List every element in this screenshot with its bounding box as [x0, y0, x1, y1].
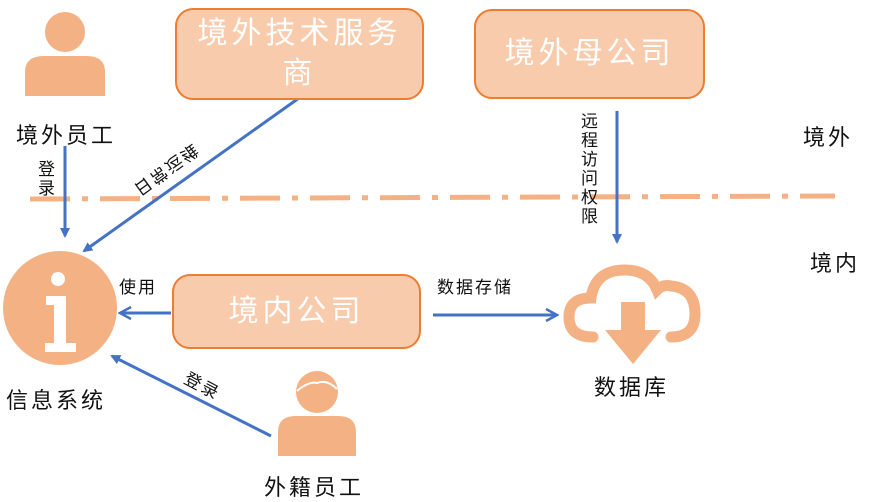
boundary-line [29, 193, 836, 202]
arrow-daily-ops [82, 96, 300, 253]
node-overseas-tech-provider[interactable]: 境外技术服务商 [175, 8, 424, 100]
region-overseas: 境外 [803, 126, 854, 151]
edge-label-use: 使用 [119, 278, 157, 298]
node-label: 境外技术服务商 [197, 16, 402, 91]
person-icon [25, 12, 105, 96]
database-label: 数据库 [594, 376, 670, 401]
node-label: 境内公司 [228, 293, 365, 329]
edge-label-overseas-staff-login: 登录 [34, 160, 54, 198]
cloud-download-icon [563, 264, 701, 364]
node-overseas-parent[interactable]: 境外母公司 [474, 9, 705, 99]
info-icon [3, 251, 117, 365]
edge-label-remote-access: 远程访问权限 [577, 112, 597, 226]
arrow-foreign-staff-login [110, 354, 272, 438]
foreign-staff-label: 外籍员工 [264, 476, 365, 501]
region-domestic: 境内 [810, 252, 861, 277]
info-system-label: 信息系统 [6, 389, 107, 414]
overseas-staff-label: 境外员工 [16, 124, 117, 149]
person-icon [278, 371, 356, 456]
node-label: 境外母公司 [504, 36, 675, 71]
edge-label-data-storage: 数据存储 [437, 278, 513, 298]
node-domestic-company[interactable]: 境内公司 [172, 274, 421, 349]
